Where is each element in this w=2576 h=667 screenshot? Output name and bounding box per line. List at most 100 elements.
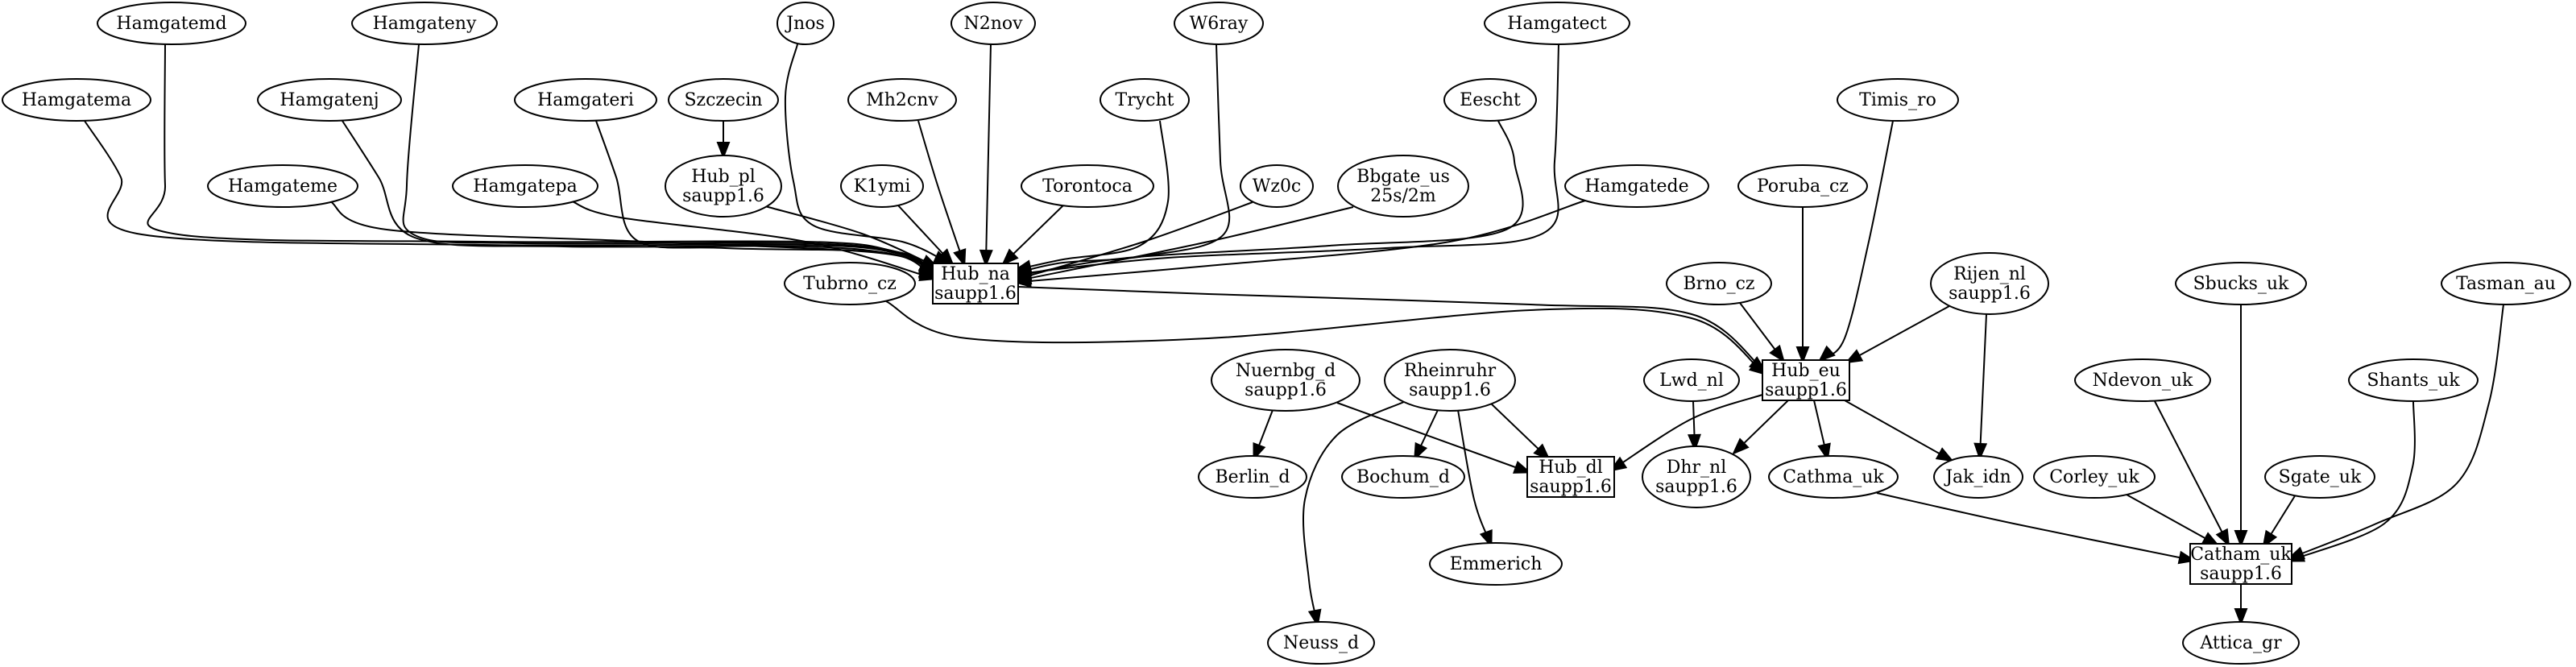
node-ellipse — [1384, 349, 1516, 412]
arrowhead-icon — [918, 267, 938, 282]
node-wz0c: Wz0c — [1240, 164, 1314, 208]
node-label: Dhr_nl — [1667, 458, 1727, 478]
node-ellipse — [668, 78, 779, 122]
edge-hamgatenj-to-hub-na — [342, 120, 937, 278]
arrowhead-icon — [1973, 442, 1988, 461]
node-ellipse — [2033, 455, 2156, 499]
node-ellipse — [2182, 621, 2300, 665]
node-sublabel: saupp1.6 — [1655, 477, 1737, 497]
node-ellipse — [2441, 262, 2571, 305]
node-label: Cathma_uk — [1783, 467, 1884, 487]
node-label: Catham_uk — [2190, 545, 2292, 565]
edge-rheinruhr-to-emmerich — [1457, 409, 1493, 549]
edge-jnos-to-hub-na — [784, 44, 952, 264]
node-jnos: Jnos — [777, 2, 835, 45]
node-label: Brno_cz — [1683, 274, 1754, 294]
node-sublabel: saupp1.6 — [1949, 284, 2031, 304]
edge-hamgatede-to-hub-na — [1013, 200, 1586, 288]
node-ellipse — [777, 2, 835, 45]
arrowhead-icon — [2262, 529, 2278, 549]
edge-poruba-cz-to-hub-eu — [1795, 207, 1810, 364]
node-label: Wz0c — [1253, 176, 1302, 197]
node-sublabel: 25s/2m — [1370, 186, 1436, 206]
arrowhead-icon — [1479, 528, 1493, 549]
node-sublabel: saupp1.6 — [1765, 380, 1847, 400]
node-sublabel: saupp1.6 — [1245, 380, 1327, 400]
arrowhead-icon — [1795, 346, 1810, 364]
node-hamgatede: Hamgatede — [1564, 164, 1709, 208]
arrowhead-icon — [1732, 437, 1750, 455]
node-hamgateme: Hamgateme — [207, 164, 358, 208]
node-label: Hub_dl — [1539, 458, 1603, 478]
node-ellipse — [950, 2, 1036, 45]
edge-catham-uk-to-attica-gr — [2234, 584, 2248, 626]
node-torontoca: Torontoca — [1021, 164, 1154, 208]
node-label: Timis_ro — [1859, 90, 1936, 110]
node-ndevon-uk: Ndevon_uk — [2074, 358, 2211, 402]
edge-sbucks-uk-to-catham-uk — [2234, 304, 2248, 548]
node-label: Hub_na — [941, 264, 1010, 284]
node-label: Szczecin — [684, 90, 762, 110]
edge-lwd-nl-to-dhr-nl — [1688, 400, 1701, 452]
edge-nuernbg-d-to-hub-dl — [1336, 402, 1532, 474]
edge-hub-eu-to-dhr-nl — [1732, 400, 1789, 455]
node-ellipse — [1443, 78, 1537, 122]
node-label: Sbucks_uk — [2193, 274, 2289, 294]
node-hamgatema: Hamgatema — [2, 78, 151, 122]
node-ellipse — [1484, 2, 1630, 45]
arrowhead-icon — [979, 249, 993, 267]
edge-tubrno-cz-to-hub-eu — [885, 300, 1767, 376]
node-ellipse — [452, 164, 598, 208]
node-label: Hamgatenj — [280, 90, 379, 110]
node-sublabel: saupp1.6 — [1530, 477, 1612, 497]
edge-n2nov-to-hub-na — [979, 44, 993, 267]
node-ellipse — [1564, 164, 1709, 208]
node-label: Shants_uk — [2367, 371, 2460, 391]
node-label: Sgate_uk — [2279, 467, 2362, 487]
arrowhead-icon — [937, 248, 955, 266]
node-ellipse — [1737, 164, 1868, 208]
node-ellipse — [257, 78, 402, 122]
node-hamgateri: Hamgateri — [514, 78, 657, 122]
edge-rheinruhr-to-neuss-d — [1302, 400, 1406, 628]
node-label: Bbgate_us — [1356, 167, 1450, 187]
node-shants-uk: Shants_uk — [2348, 358, 2479, 402]
node-bochum-d: Bochum_d — [1341, 455, 1465, 499]
node-label: Hamgateme — [228, 176, 338, 197]
node-ellipse — [514, 78, 657, 122]
node-poruba-cz: Poruba_cz — [1737, 164, 1868, 208]
edge-tasman-au-to-catham-uk — [2286, 304, 2504, 560]
node-ellipse — [840, 164, 924, 208]
node-n2nov: N2nov — [950, 2, 1036, 45]
node-ellipse — [2, 78, 151, 122]
node-label: K1ymi — [854, 176, 911, 197]
node-label: Trycht — [1116, 90, 1174, 110]
arrowhead-icon — [1817, 345, 1836, 362]
node-tasman-au: Tasman_au — [2441, 262, 2571, 305]
node-label: Hamgateri — [537, 90, 634, 110]
node-ellipse — [784, 262, 916, 305]
node-ellipse — [97, 2, 246, 45]
node-ellipse — [1337, 155, 1469, 218]
node-label: Rheinruhr — [1404, 361, 1497, 381]
arrowhead-icon — [1935, 447, 1954, 462]
node-ellipse — [847, 78, 957, 122]
node-ellipse — [207, 164, 358, 208]
node-label: Tasman_au — [2456, 274, 2556, 294]
edge-nuernbg-d-to-berlin-d — [1253, 409, 1274, 462]
arrowhead-icon — [1513, 460, 1532, 474]
node-ellipse — [1768, 455, 1899, 499]
node-label: Neuss_d — [1283, 633, 1359, 653]
node-label: Jak_idn — [1944, 467, 2011, 487]
node-ellipse — [2175, 262, 2307, 305]
edge-torontoca-to-hub-na — [1001, 205, 1064, 266]
node-hamgateny: Hamgateny — [351, 2, 498, 45]
edge-bbgate-us-to-hub-na — [1013, 206, 1354, 285]
node-hamgatect: Hamgatect — [1484, 2, 1630, 45]
